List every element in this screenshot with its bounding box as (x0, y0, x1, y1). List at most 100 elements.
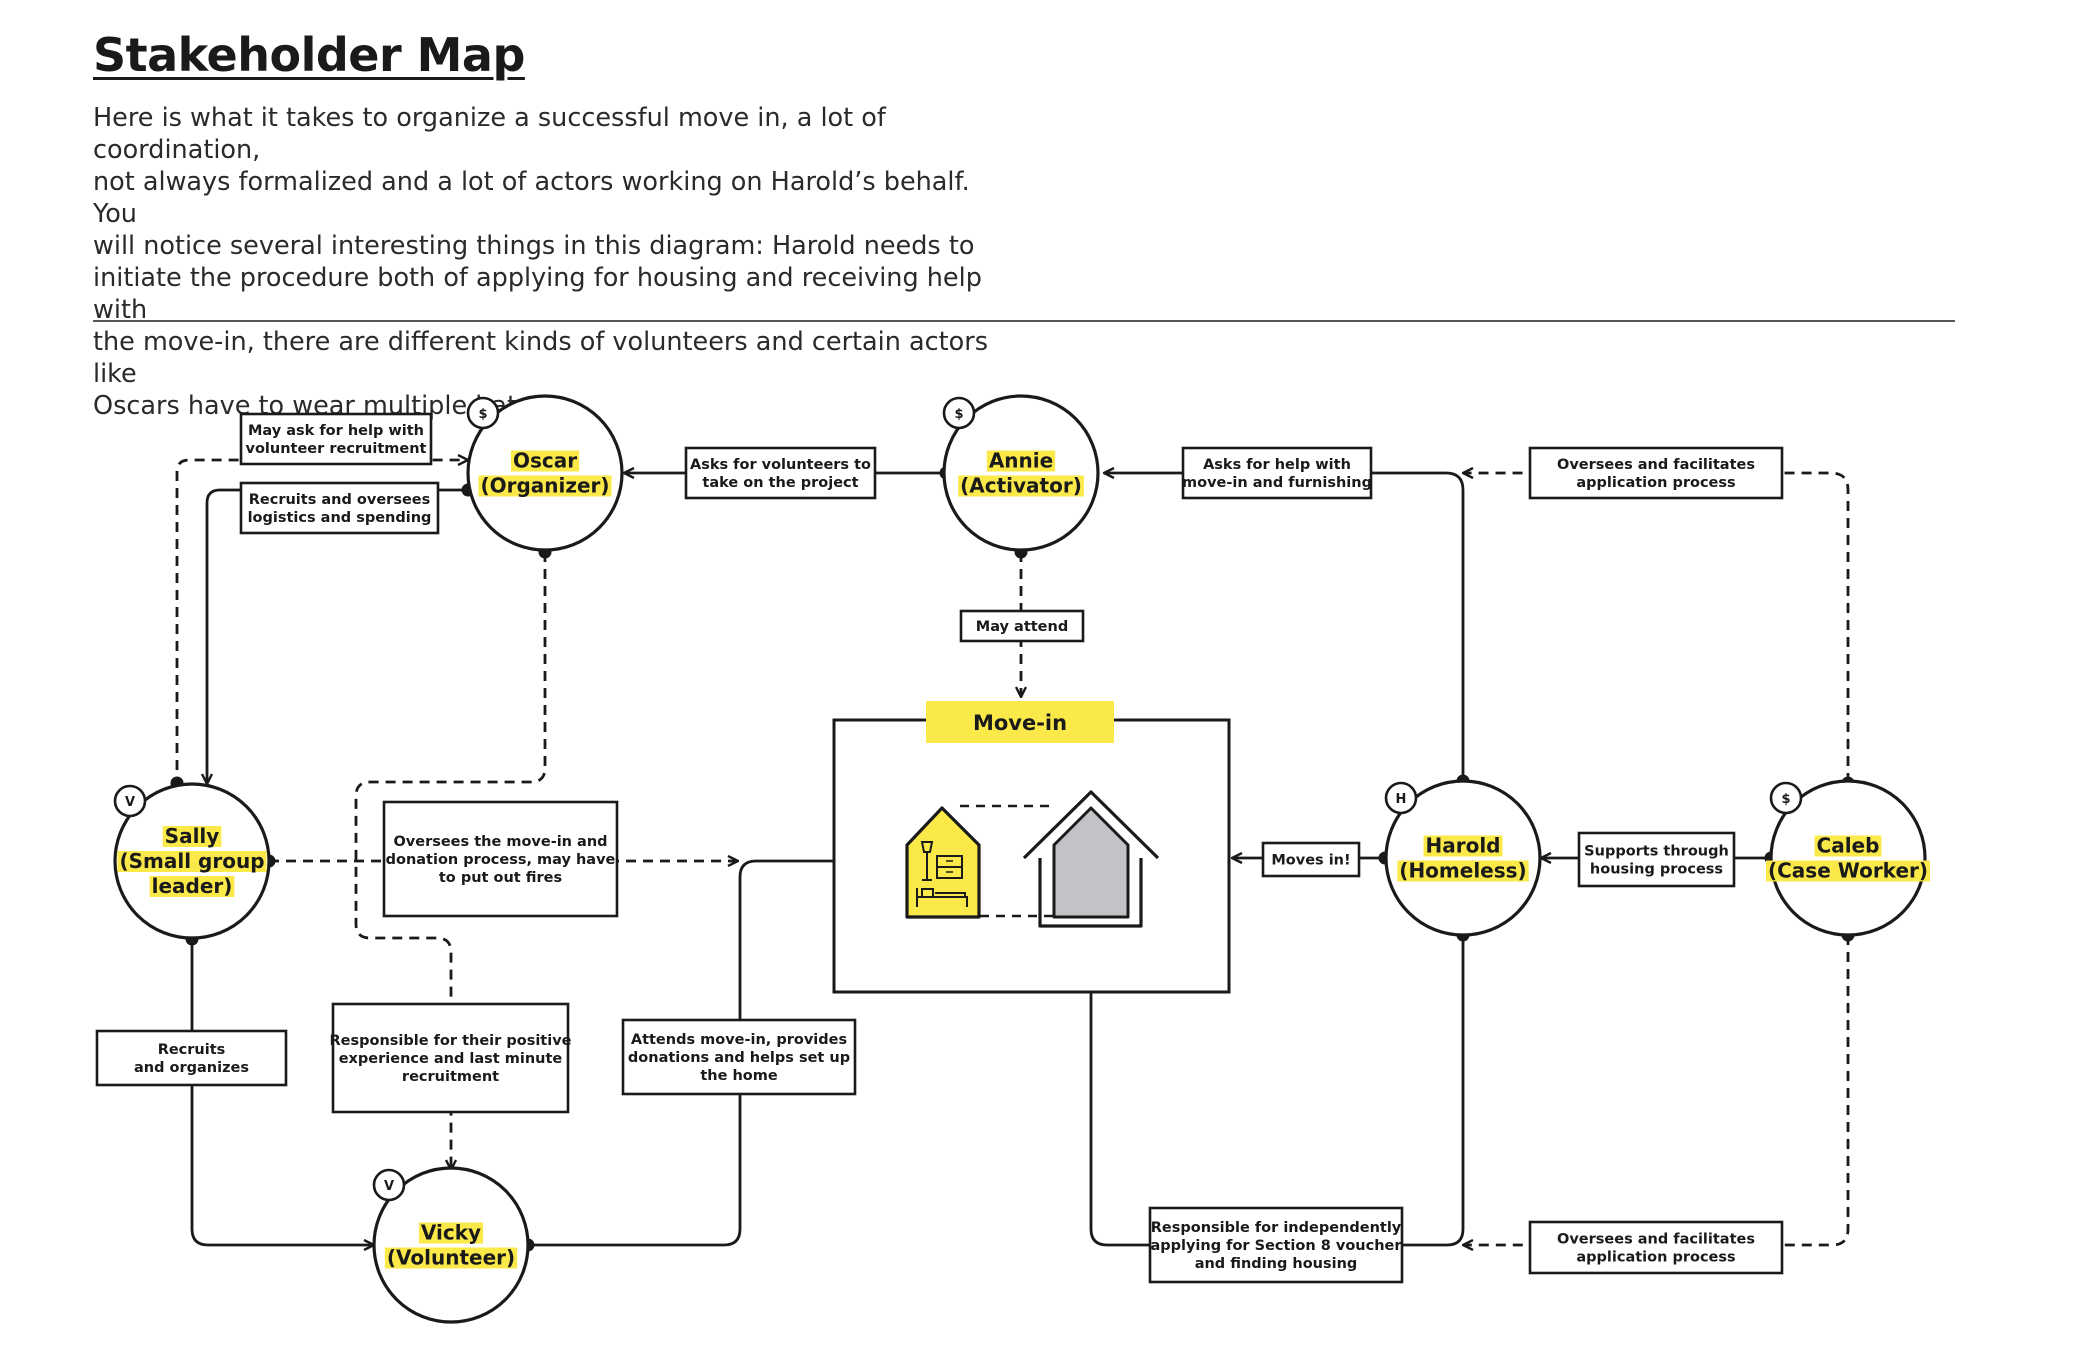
edge-label-text: experience and last minute (339, 1051, 563, 1067)
edge-label-text: Recruits (158, 1042, 226, 1058)
node-circle (942, 394, 1100, 552)
role-badge: $ (466, 396, 500, 430)
edge-label-text: Supports through (1584, 844, 1729, 860)
node-name-line: Vicky (421, 1221, 481, 1245)
edge-oversees-top (1463, 473, 1850, 783)
name-highlight (117, 851, 267, 872)
edge-label-text: donations and helps set up (628, 1050, 850, 1066)
edge-label-text: Oversees and facilitates (1557, 457, 1755, 473)
edge-label-text: and organizes (134, 1060, 249, 1076)
edge-label-text: Oversees the move-in and (393, 834, 607, 850)
edge-label-text: and finding housing (1195, 1256, 1358, 1272)
edge-label-oversees-movein: Oversees the move-in and donation process… (382, 800, 619, 918)
edge-label-text: Responsible for independently (1151, 1220, 1402, 1236)
node-name-line: Annie (989, 449, 1053, 473)
role-badge-label: $ (478, 407, 487, 422)
edge-label-box (1528, 1220, 1784, 1275)
edge-label-moves-in: Moves in! (1261, 841, 1361, 878)
movein-title-bg (926, 701, 1114, 743)
role-badge: V (113, 784, 147, 818)
name-highlight (418, 1222, 484, 1244)
edge-label-responsible-pos: Responsible for their positive experience… (330, 1002, 572, 1114)
edge-label-oversees-top: Oversees and facilitates application proc… (1528, 446, 1784, 500)
edge-label-text: logistics and spending (248, 510, 432, 526)
edge-label-text: the home (700, 1068, 778, 1084)
edge-label-text: Asks for volunteers to (690, 457, 871, 473)
node-oscar: Oscar(Organizer)$ (466, 394, 624, 552)
edge-recruits-oversees (207, 488, 468, 784)
node-name-line: (Volunteer) (387, 1246, 515, 1270)
edge-label-box (239, 412, 433, 466)
role-badge: H (1384, 781, 1418, 815)
node-caleb: Caleb(Case Worker) $ (1765, 779, 1931, 937)
edge-label-supports: Supports through housing process (1577, 831, 1736, 888)
edge-label-box (1181, 446, 1373, 500)
edge-asks-help (1104, 473, 1465, 781)
edge-label-text: Recruits and oversees (249, 492, 431, 508)
edge-label-text: volunteer recruitment (246, 441, 427, 457)
node-name-line: (Small group (119, 849, 264, 873)
edge-label-may-ask: May ask for help with volunteer recruitme… (239, 412, 433, 466)
node-circle (466, 394, 624, 552)
name-highlight (1397, 860, 1529, 882)
edge-label-text: take on the project (702, 475, 858, 491)
movein-box: Move-in (832, 701, 1231, 994)
edge-label-text: application process (1576, 475, 1735, 491)
edge-label-box (1528, 446, 1784, 500)
edge-label-box (684, 446, 877, 500)
edge-label-text: to put out fires (439, 870, 562, 886)
empty-house-icon (1022, 790, 1160, 928)
edge-label-text: Moves in! (1271, 853, 1350, 869)
node-name-line: Sally (165, 824, 220, 848)
node-name-line: Harold (1425, 834, 1500, 858)
edge-oversees-bottom (1463, 935, 1850, 1245)
edge-label-text: applying for Section 8 voucher (1150, 1238, 1402, 1254)
edge-label-box (382, 800, 619, 918)
name-highlight (478, 475, 612, 497)
edge-label-responsible-ind: Responsible for independently applying fo… (1148, 1206, 1404, 1284)
edge-label-text: application process (1576, 1250, 1735, 1266)
edge-label-box (95, 1029, 288, 1087)
edge-label-box (331, 1002, 570, 1114)
edge-label-text: May attend (976, 619, 1068, 635)
intro-line: will notice several interesting things i… (93, 231, 975, 261)
node-annie: Annie(Activator)$ (942, 394, 1100, 552)
edge-label-text: May ask for help with (248, 423, 424, 439)
furnished-house-icon (905, 806, 981, 919)
node-circle (1384, 779, 1542, 937)
edge-label-box (1148, 1206, 1404, 1284)
role-badge-label: H (1396, 792, 1407, 807)
edge-label-box (239, 481, 440, 535)
role-badge-label: $ (1781, 792, 1790, 807)
name-highlight (958, 475, 1084, 497)
edge-label-text: donation process, may have (386, 852, 616, 868)
node-name-line: (Case Worker) (1768, 859, 1928, 883)
intro-line: Here is what it takes to organize a succ… (93, 103, 886, 165)
edge-label-text: housing process (1590, 862, 1723, 878)
name-highlight (1814, 835, 1882, 857)
edge-label-text: Oversees and facilitates (1557, 1232, 1755, 1248)
role-badge-label: $ (954, 407, 963, 422)
divider (93, 320, 1955, 322)
node-vicky: Vicky(Volunteer) V (372, 1166, 530, 1324)
edge-label-text: Responsible for their positive (330, 1033, 572, 1049)
name-highlight (162, 826, 222, 847)
role-badge: $ (942, 396, 976, 430)
edge-recruits-organizes (190, 939, 374, 1245)
name-highlight (384, 1247, 518, 1269)
edge-label-text: Asks for help with (1203, 457, 1351, 473)
node-name-line: Caleb (1817, 834, 1880, 858)
movein-title: Move-in (973, 711, 1067, 735)
intro-line: not always formalized and a lot of actor… (93, 167, 970, 229)
role-badge: V (372, 1168, 406, 1202)
intro-line: the move-in, there are different kinds o… (93, 327, 989, 389)
node-harold: Harold(Homeless) H (1384, 779, 1542, 937)
node-name-line: (Homeless) (1399, 859, 1526, 883)
role-badge-label: V (125, 795, 135, 810)
edge-oscar-to-vicky (354, 552, 547, 1170)
name-highlight (986, 450, 1056, 472)
name-highlight (1423, 835, 1503, 857)
